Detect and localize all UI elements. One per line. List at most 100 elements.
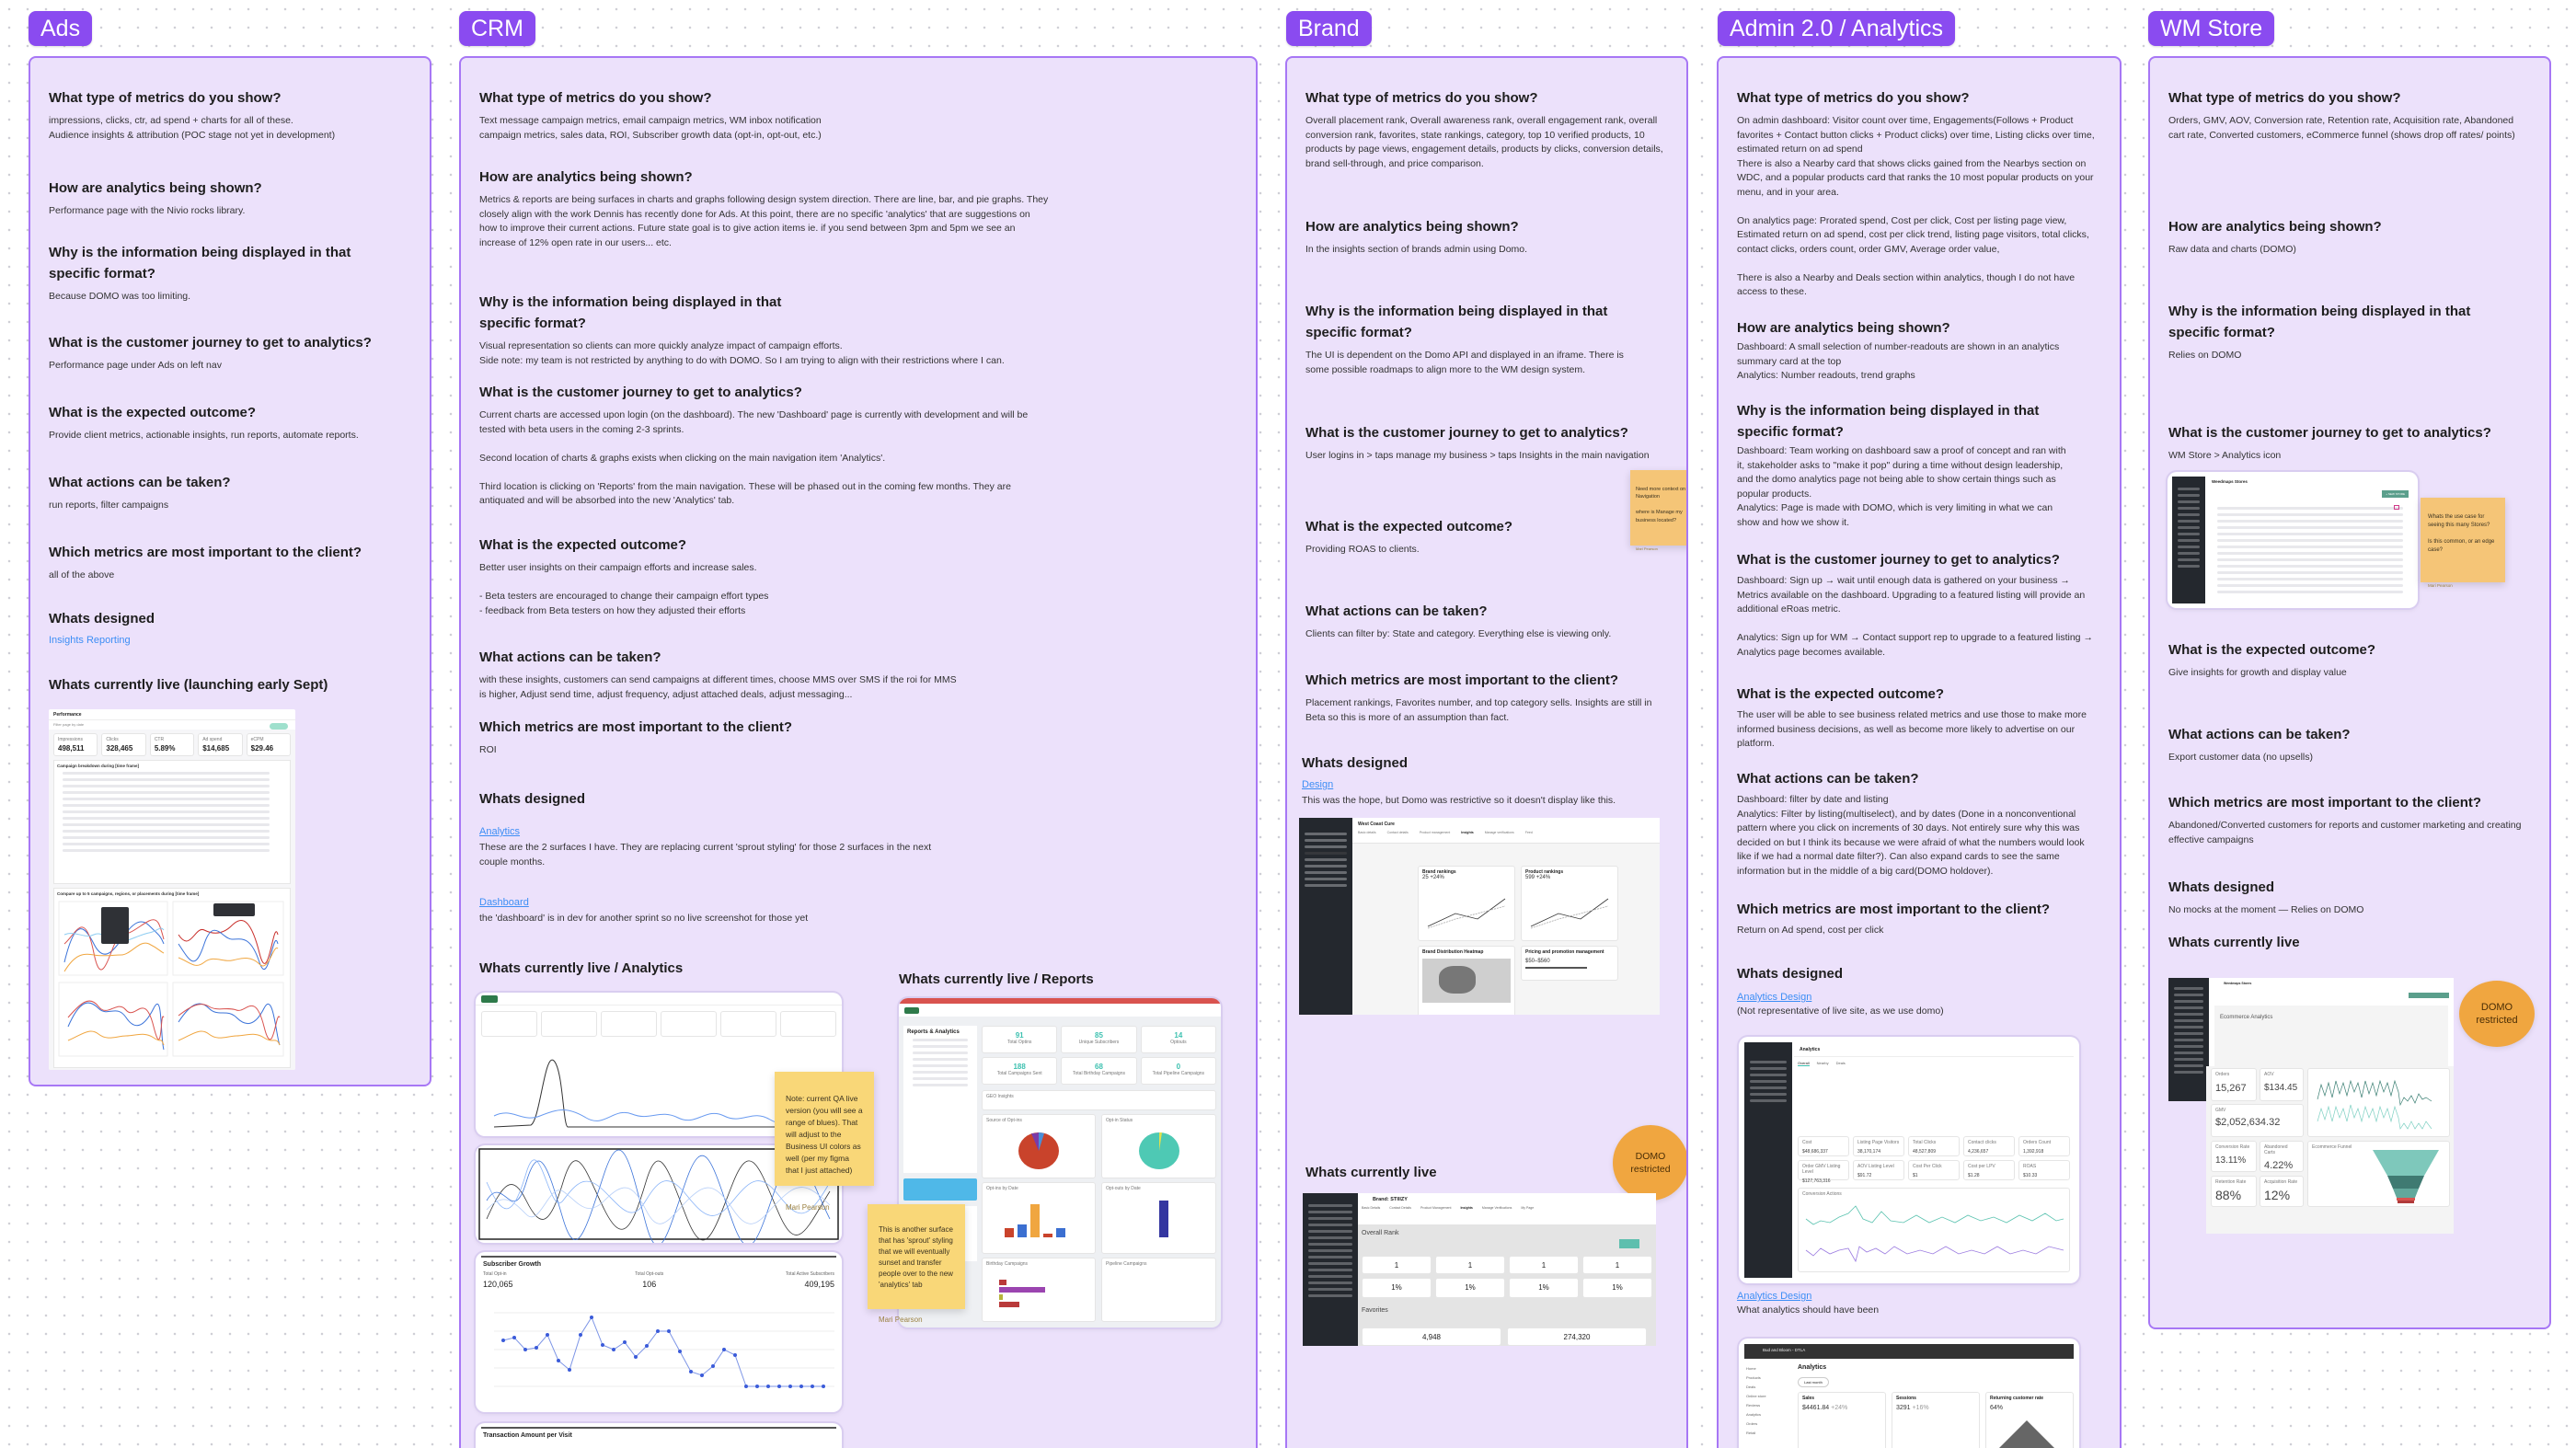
ecommerce-analytics-screenshot: Weedmaps Stores Ecommerce Analytics Orde…: [2168, 978, 2454, 1234]
share-button[interactable]: [270, 723, 288, 730]
visit-help-center-button[interactable]: [2409, 993, 2449, 998]
analytics-design-note-1: (Not representative of live site, as we …: [1737, 1006, 1944, 1017]
whats-designed-heading: Whats designed: [1737, 966, 1844, 982]
kpi-card: Cost per LPV$1.28: [1963, 1160, 2015, 1180]
question-why-format: Why is the information being displayed i…: [1737, 403, 2040, 440]
answer-how-shown: Dashboard: A small selection of number-r…: [1737, 341, 2060, 381]
admin-analytics-redesign-screenshot: Bud and Bloom - DTLA Home Products Deals…: [1739, 1339, 2079, 1448]
tab[interactable]: Manage verifications: [1484, 831, 1514, 834]
tab-deals[interactable]: Deals: [1835, 1061, 1846, 1065]
tab[interactable]: Insights: [1461, 831, 1474, 834]
answer-actions: Dashboard: filter by date and listing An…: [1737, 794, 2085, 877]
answer-actions: with these insights, customers can send …: [479, 674, 957, 700]
kpi-card: AOV Listing Level$91.72: [1853, 1160, 1904, 1180]
section-tag-admin: Admin 2.0 / Analytics: [1718, 11, 1956, 46]
question-important-metrics: Which metrics are most important to the …: [49, 545, 362, 560]
ads-performance-screenshot: Performance Filter page by date Impressi…: [49, 709, 295, 1070]
ecommerce-analytics-title: Ecommerce Analytics: [2220, 1015, 2273, 1020]
tab[interactable]: Feed: [1524, 831, 1533, 834]
analytics-design-link[interactable]: Analytics: [479, 826, 521, 837]
tab[interactable]: Contact details: [1386, 831, 1409, 834]
redesign-title: Analytics: [1798, 1364, 1827, 1371]
question-actions: What actions can be taken?: [1737, 771, 1919, 787]
insights-reporting-link[interactable]: Insights Reporting: [49, 635, 131, 646]
new-store-button[interactable]: + NEW STORE: [2382, 490, 2409, 498]
question-outcome: What is the expected outcome?: [479, 537, 687, 553]
filter-label: Filter page by date: [53, 722, 85, 727]
question-metrics: What type of metrics do you show?: [479, 90, 712, 106]
redesign-nav: Home Products Deals Online store Reviews…: [1746, 1366, 1766, 1435]
question-metrics: What type of metrics do you show?: [2168, 90, 2401, 106]
tab[interactable]: Insights: [1460, 1206, 1473, 1210]
transaction-title: Transaction Amount per Visit: [483, 1432, 572, 1439]
answer-important-metrics: Return on Ad spend, cost per click: [1737, 925, 1884, 936]
answer-outcome: The user will be able to see business re…: [1737, 709, 2087, 749]
answer-important-metrics: Placement rankings, Favorites number, an…: [1305, 697, 1652, 723]
answer-why-format: Relies on DOMO: [2168, 350, 2242, 361]
wm-button[interactable]: [1619, 1239, 1639, 1248]
question-outcome: What is the expected outcome?: [1305, 519, 1513, 534]
subscriber-growth-title: Subscriber Growth: [483, 1261, 542, 1268]
tab[interactable]: Manage Verifications: [1481, 1206, 1512, 1210]
section-tag-ads: Ads: [29, 11, 93, 46]
tab[interactable]: Basic Details: [1362, 1206, 1381, 1210]
design-link[interactable]: Design: [1302, 779, 1334, 790]
answer-outcome: Better user insights on their campaign e…: [479, 562, 769, 616]
dashboard-design-link[interactable]: Dashboard: [479, 897, 529, 908]
source-optins-panel: Source of Opt-ins: [982, 1114, 1096, 1178]
ecom-sidebar: [2168, 978, 2209, 1101]
tab[interactable]: Basic details: [1358, 831, 1376, 834]
tab[interactable]: Product Management: [1420, 1206, 1452, 1210]
sales-card: Sales$4461.84 +24%: [1798, 1392, 1886, 1448]
section-tag-wm-store: WM Store: [2148, 11, 2275, 46]
date-filter[interactable]: Last month: [1798, 1377, 1829, 1387]
analytics-design-link-1[interactable]: Analytics Design: [1737, 992, 1812, 1003]
tab[interactable]: Contact Details: [1389, 1206, 1411, 1210]
answer-journey: Current charts are accessed upon login (…: [479, 409, 1029, 506]
question-why-format: Why is the information being displayed i…: [2168, 304, 2471, 340]
board-wm-store: What type of metrics do you show? Orders…: [2148, 56, 2551, 1329]
wm-stores-screenshot: Weedmaps Stores + NEW STORE: [2168, 472, 2418, 608]
crm-reports-screenshot: Reports & Analytics Subscriber Growth 91…: [899, 998, 1221, 1327]
board-ads: What type of metrics do you show? impres…: [29, 56, 431, 1086]
whats-live-heading: Whats currently live: [1305, 1165, 1437, 1180]
brand-design-screenshot: West Coast Cure Basic details Contact de…: [1299, 818, 1660, 1015]
sprout-logo-icon: [481, 994, 498, 1003]
domo-restricted-badge: DOMO restricted: [1613, 1125, 1686, 1201]
section-tag-brand: Brand: [1286, 11, 1372, 46]
sticky-note-navigation: Need more context on Navigation where is…: [1630, 470, 1686, 551]
optouts-by-date-panel: Opt-outs by Date: [1101, 1182, 1216, 1254]
tab-overall[interactable]: Overall: [1798, 1061, 1810, 1066]
transaction-amount-screenshot: Transaction Amount per Visit: [476, 1423, 842, 1448]
answer-outcome: Provide client metrics, actionable insig…: [49, 430, 359, 441]
whats-live-heading: Whats currently live: [2168, 935, 2300, 950]
campaign-button[interactable]: [903, 1178, 977, 1201]
question-actions: What actions can be taken?: [49, 475, 231, 490]
answer-metrics: impressions, clicks, ctr, ad spend + cha…: [49, 115, 336, 141]
tab-nearby[interactable]: Nearby: [1816, 1061, 1829, 1065]
performance-title: Performance: [49, 709, 295, 720]
orders-gmv-chart: [2307, 1068, 2450, 1137]
domo-restricted-badge: DOMO restricted: [2459, 981, 2535, 1047]
analytics-icon-highlight[interactable]: [2394, 505, 2399, 510]
answer-why-format: The UI is dependent on the Domo API and …: [1305, 350, 1624, 375]
tab[interactable]: Product management: [1419, 831, 1451, 834]
pricing-card: Pricing and promotion management $50–$56…: [1521, 946, 1618, 981]
answer-journey: WM Store > Analytics icon: [2168, 450, 2282, 461]
tab[interactable]: My Page: [1521, 1206, 1535, 1210]
analytics-design-link-2[interactable]: Analytics Design: [1737, 1291, 1812, 1302]
